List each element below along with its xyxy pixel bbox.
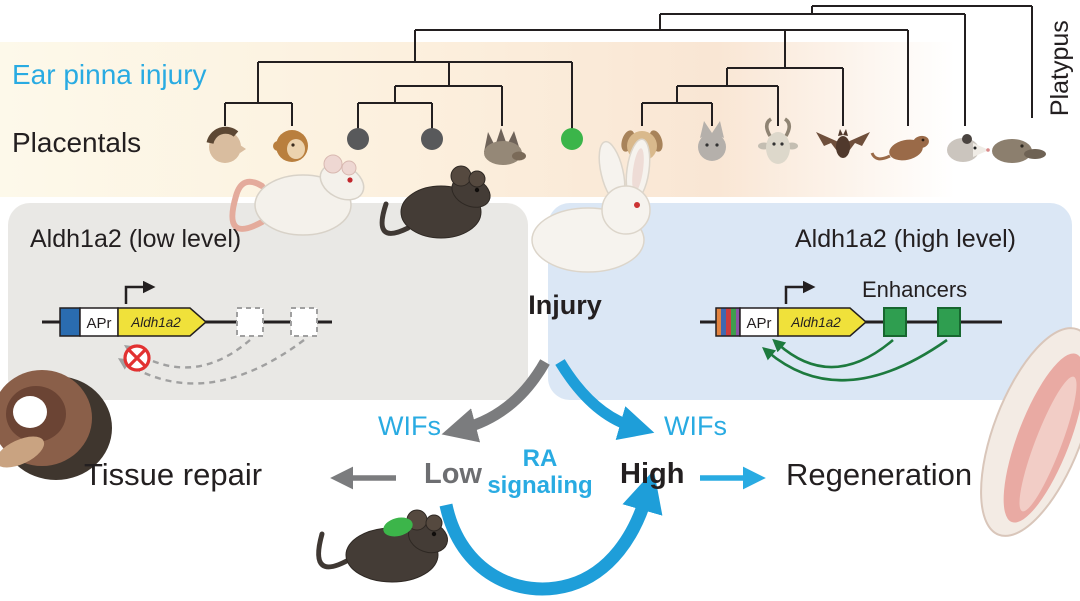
- missing-enhancer-box: [290, 307, 318, 337]
- platypus-label: Platypus: [1045, 20, 1074, 117]
- enhancer-activation-arrow: [762, 338, 948, 382]
- enhancers-label: Enhancers: [862, 277, 968, 302]
- aldh1a2-high-title: Aldh1a2 (high level): [795, 225, 1016, 253]
- ra-high-label: High: [620, 458, 685, 490]
- promoter-label: APr: [746, 315, 771, 332]
- promoter-box: [739, 307, 779, 337]
- rabbit-regenerator-dot-icon: [561, 128, 583, 150]
- injury-to-high-arrow: [555, 359, 655, 441]
- cat-icon: [698, 121, 726, 161]
- regeneration-label: Regeneration: [786, 457, 973, 492]
- tss-arrow-icon: [784, 280, 816, 304]
- human-icon: [206, 126, 246, 163]
- promoter-box: [79, 307, 119, 337]
- tissue-repair-label: Tissue repair: [84, 457, 263, 492]
- hedgehog-icon: [484, 128, 526, 165]
- regenerated-mouse-illustration: [316, 509, 448, 583]
- blocked-icon: [123, 344, 151, 372]
- ear-pinna-disc-illustration: [0, 370, 112, 480]
- tree-shrew-icon: [870, 135, 929, 161]
- upstream-element-box: [59, 307, 81, 337]
- gene-label: Aldh1a2: [790, 315, 841, 330]
- rat-illustration: [229, 154, 365, 236]
- ra-signaling-label-line1: RA: [522, 445, 558, 472]
- opossum-icon: [947, 134, 990, 162]
- wifs-right-label: WIFs: [664, 411, 727, 441]
- aldh1a2-low-title: Aldh1a2 (low level): [30, 225, 242, 253]
- injury-to-low-arrow: [441, 359, 550, 443]
- enhancer-box: [883, 307, 907, 337]
- enhancer-box: [937, 307, 961, 337]
- injury-label: Injury: [528, 290, 602, 320]
- missing-enhancer-box: [236, 307, 264, 337]
- inactive-enhancer-arrow: [117, 339, 305, 385]
- mouse-illustration: [379, 165, 491, 239]
- ear-pinna-injury-label: Ear pinna injury: [12, 59, 207, 90]
- placentals-label: Placentals: [12, 127, 142, 158]
- ra-low-label: Low: [424, 458, 482, 490]
- upstream-striped-box: [715, 307, 741, 337]
- green-regenerated-ear-patch: [383, 517, 413, 537]
- ra-signaling-label-line2: signaling: [487, 472, 593, 499]
- gene-box: [117, 307, 208, 337]
- wifs-left-label: WIFs: [378, 411, 441, 441]
- platypus-icon: [992, 139, 1046, 163]
- goat-icon: [758, 117, 798, 164]
- phylogenetic-tree: [224, 5, 1033, 130]
- bat-icon: [816, 129, 870, 158]
- rat-dot-icon: [347, 128, 369, 150]
- aldh1a2-high-construct: APr Aldh1a2: [700, 280, 1002, 382]
- gene-box: [777, 307, 868, 337]
- mouse-dot-icon: [421, 128, 443, 150]
- monkey-icon: [273, 130, 308, 162]
- promoter-label: APr: [86, 315, 111, 332]
- enhancer-activation-arrow: [772, 338, 894, 369]
- tss-arrow-icon: [124, 280, 156, 304]
- gene-label: Aldh1a2: [130, 315, 181, 330]
- rabbit-illustration: [531, 138, 651, 273]
- low-to-high-cycle-arrow: [439, 470, 663, 596]
- rabbit-ear-illustration: [980, 327, 1080, 537]
- aldh1a2-low-construct: APr Aldh1a2: [42, 280, 332, 385]
